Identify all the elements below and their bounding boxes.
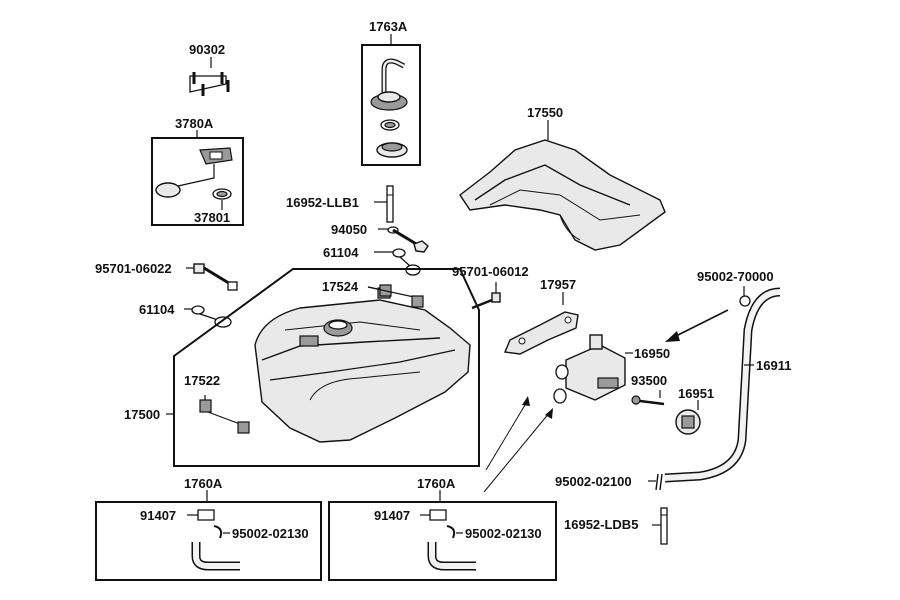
grommet-17522-part[interactable] — [199, 395, 250, 434]
callout-94050: 94050 — [331, 222, 367, 237]
hose-kit-right-group[interactable] — [328, 490, 557, 581]
callout-95701-06022: 95701-06022 — [95, 261, 172, 276]
pump-bracket-part[interactable] — [189, 57, 230, 96]
tank-guard-part[interactable] — [459, 120, 666, 251]
fuel-cap-group[interactable] — [361, 34, 421, 166]
callout-37801: 37801 — [194, 210, 230, 225]
grommet-17524-part[interactable] — [367, 284, 424, 308]
callout-95002-02130-left: 95002-02130 — [232, 526, 309, 541]
callout-95701-06012: 95701-06012 — [452, 264, 529, 279]
callout-93500: 93500 — [631, 373, 667, 388]
fuel-level-float-part[interactable] — [155, 182, 181, 198]
callout-17957: 17957 — [540, 277, 576, 292]
callout-91407-right: 91407 — [374, 508, 410, 523]
fuel-pump-group[interactable] — [151, 130, 244, 226]
callout-16952-ldb5: 16952-LDB5 — [564, 517, 638, 532]
callout-1760a-left: 1760A — [184, 476, 223, 491]
screw-93500-part[interactable] — [631, 390, 665, 406]
callout-1760a-right: 1760A — [417, 476, 456, 491]
group-box-1760a-right — [328, 501, 557, 581]
group-box-1760a-left — [95, 501, 322, 581]
fuel-valve-part[interactable] — [553, 334, 633, 404]
callout-91407-left: 91407 — [140, 508, 176, 523]
callout-95002-02130-right: 95002-02130 — [465, 526, 542, 541]
group-box-17500 — [173, 268, 480, 467]
callout-16952-llb1: 16952-LLB1 — [286, 195, 359, 210]
callout-17522: 17522 — [184, 373, 220, 388]
clamp-95002-70000-part[interactable] — [739, 286, 751, 307]
washer-94050-part[interactable] — [378, 226, 429, 253]
bolt-95701-06012-part[interactable] — [471, 282, 501, 310]
valve-knob-part[interactable] — [675, 400, 701, 435]
callout-95002-70000: 95002-70000 — [697, 269, 774, 284]
grommet-61104-top-part[interactable] — [374, 248, 421, 276]
hose-95002-02100-part — [648, 473, 663, 491]
bolt-95701-06022-part[interactable] — [186, 263, 238, 291]
assembly-direction-arrows — [483, 309, 729, 493]
grommet-61104-left-part[interactable] — [184, 305, 232, 328]
bolt-llb1-part[interactable] — [386, 185, 394, 223]
callout-95002-02100: 95002-02100 — [555, 474, 632, 489]
vent-hose-part[interactable] — [381, 58, 406, 95]
hose-kit-left-group[interactable] — [95, 490, 322, 581]
hose-clamp-left-part[interactable] — [197, 509, 215, 521]
fuel-tank-part[interactable] — [254, 287, 471, 443]
callout-17524: 17524 — [322, 279, 359, 294]
callout-90302: 90302 — [189, 42, 225, 57]
callout-16911: 16911 — [756, 358, 791, 373]
callout-61104-top: 61104 — [323, 245, 359, 260]
callout-3780a: 3780A — [175, 116, 214, 131]
bracket-17957-part[interactable] — [504, 292, 579, 355]
fuel-hose-part[interactable] — [664, 287, 781, 483]
callout-61104-left: 61104 — [139, 302, 175, 317]
callout-17500: 17500 — [124, 407, 160, 422]
hose-clamp-right-part[interactable] — [429, 509, 447, 521]
callout-17550: 17550 — [527, 105, 563, 120]
callout-16951: 16951 — [678, 386, 714, 401]
bolt-ldb5-part[interactable] — [652, 507, 668, 545]
callout-1763a: 1763A — [369, 19, 408, 34]
callout-16950: 16950 — [634, 346, 670, 361]
